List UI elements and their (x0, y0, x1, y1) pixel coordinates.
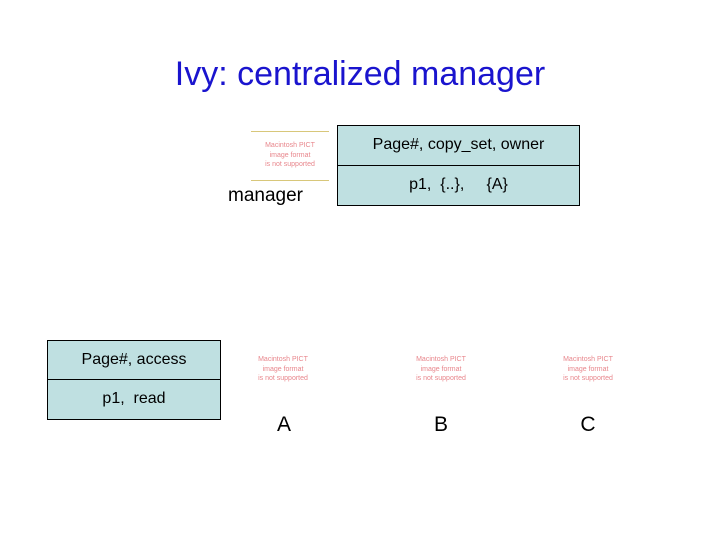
node-a-table-data-row: p1, read (48, 380, 220, 419)
node-label-a: A (276, 413, 291, 436)
pict-placeholder-node-a-icon: Macintosh PICT image format is not suppo… (258, 356, 308, 382)
node-label-c: C (580, 413, 596, 436)
node-label-b: B (433, 413, 448, 436)
pict-placeholder-node-b-icon: Macintosh PICT image format is not suppo… (416, 356, 466, 382)
manager-directory-table: Page#, copy_set, owner p1, {..}, {A} (337, 125, 580, 206)
pict-placeholder-manager-icon: Macintosh PICT image format is not suppo… (251, 131, 329, 181)
pict-placeholder-node-c-icon: Macintosh PICT image format is not suppo… (563, 356, 613, 382)
manager-table-data-row: p1, {..}, {A} (338, 166, 579, 205)
node-a-page-table: Page#, access p1, read (47, 340, 221, 420)
node-a-table-header-row: Page#, access (48, 341, 220, 380)
manager-label: manager (228, 185, 303, 206)
page-title: Ivy: centralized manager (174, 55, 546, 93)
manager-table-header-row: Page#, copy_set, owner (338, 126, 579, 166)
